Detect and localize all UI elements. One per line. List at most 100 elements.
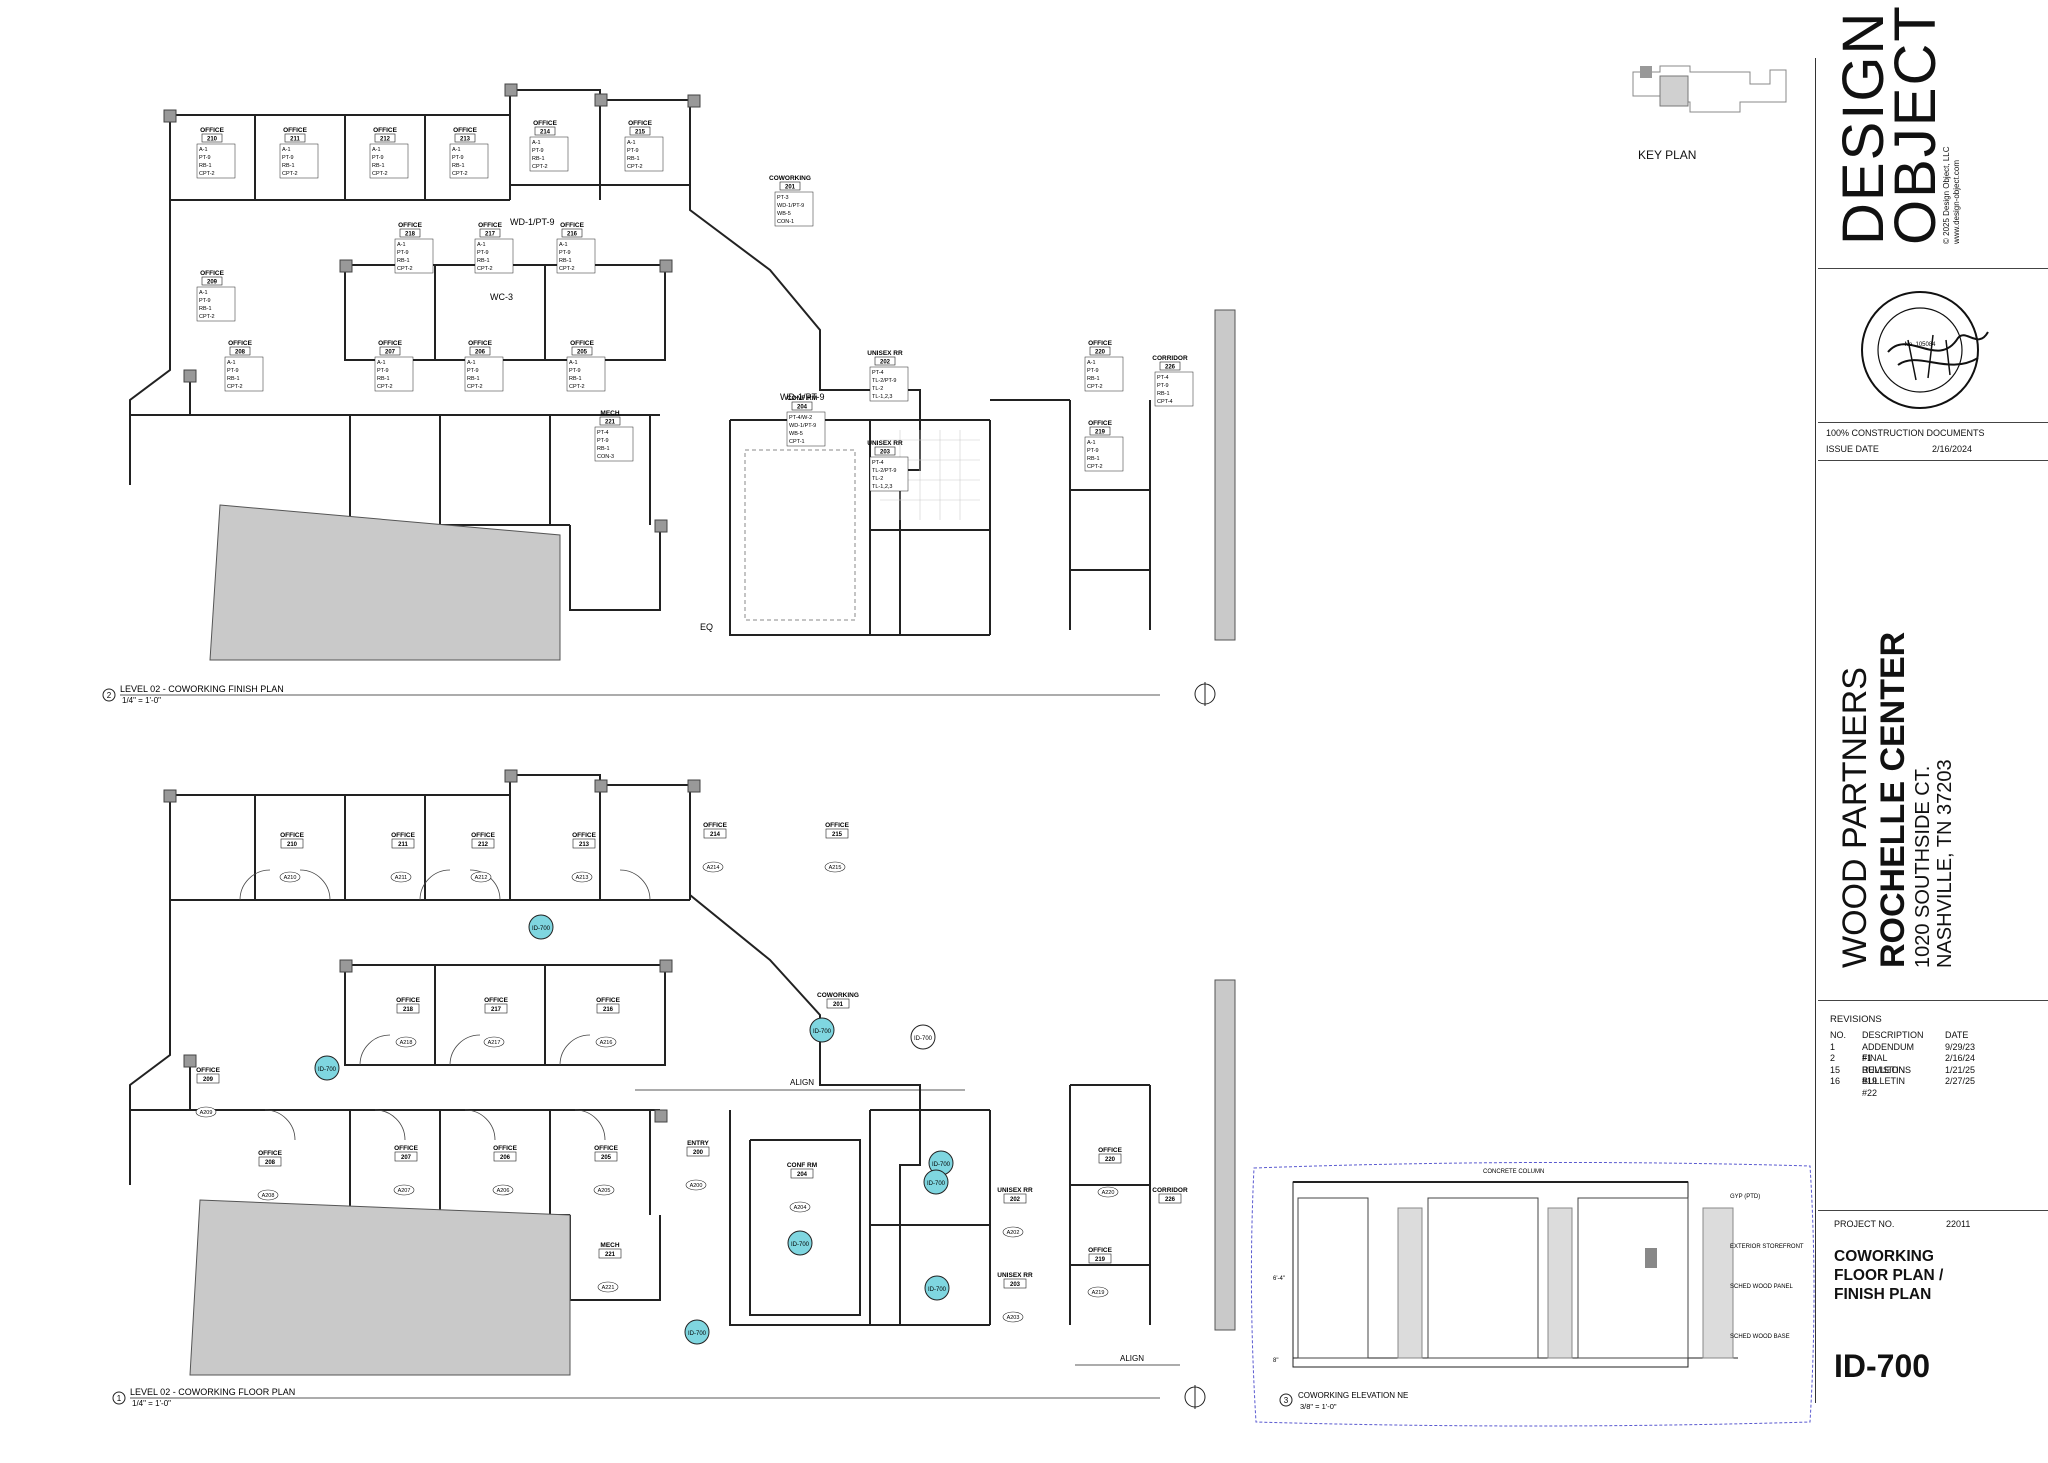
finish-tag: RB-1 [1087,376,1100,382]
finish-tag: TL-1,2,3 [872,484,892,490]
door-tag-label: A203 [1007,1315,1020,1321]
finish-tag: RB-1 [569,376,582,382]
door-tag-label: A200 [690,1183,703,1189]
view-title-floor: 1 LEVEL 02 - COWORKING FLOOR PLAN 1/4" =… [112,1385,1206,1409]
finish-tag: CPT-2 [199,314,215,320]
finish-tag: A-1 [1087,440,1096,446]
finish-tag-box [529,136,569,172]
room-number-box [379,346,401,356]
room-number-box [599,416,621,426]
room-number-box [229,346,251,356]
room-text: 202 [1010,1197,1021,1203]
elev-dim: 6'-4" [1273,1276,1285,1282]
room-text: OFFICE [484,997,508,1004]
finish-tag: PT-9 [597,438,609,444]
room-number-box [826,998,850,1009]
room-text: OFFICE [478,222,502,229]
door-tag [685,1179,707,1191]
finish-tag: A-1 [372,147,381,153]
elev-label: EXTERIOR STOREFRONT [1730,1244,1804,1250]
finish-tag: A-1 [282,147,291,153]
door-tag-label: A219 [1092,1290,1105,1296]
room-text: 215 [635,130,646,136]
door-tag [390,871,412,883]
finish-tag: PT-9 [282,155,294,161]
door-tag-label: A202 [1007,1230,1020,1236]
sheet-ref: ID-700 [928,1287,947,1293]
room-text: 208 [235,350,246,356]
sheet-title-line3: FINISH PLAN [1834,1286,1932,1303]
finish-tag-box [624,136,664,172]
seal-number: No. 105084 [1904,342,1936,348]
finish-tag-box [786,411,826,447]
room-number-box [1088,1253,1112,1264]
room-text: OFFICE [391,832,415,839]
elev-label: SCHED WOOD BASE [1730,1334,1790,1340]
door-tag [824,861,846,873]
door-tag [593,1184,615,1196]
room-text: 216 [567,232,578,238]
finish-tag: RB-1 [199,306,212,312]
room-text: OFFICE [1088,420,1112,427]
finish-room-tags: OFFICE210A-1PT-9RB-1CPT-2OFFICE211A-1PT-… [196,120,1194,492]
door-tag-label: A218 [400,1040,413,1046]
room-text: 201 [833,1002,844,1008]
revision-cell: 16 [1830,1076,1841,1086]
finish-tag: RB-1 [397,258,410,264]
room-number-box [391,838,415,849]
room-text: 210 [207,137,218,143]
finish-tag: PT-4 [872,460,884,466]
room-number-box [629,126,651,136]
room-number-box [594,1151,618,1162]
project-no-label: PROJECT NO. [1834,1219,1895,1229]
room-text: 205 [577,350,588,356]
revision-cell: 2 [1830,1053,1836,1063]
finish-tag-box [394,238,434,274]
finish-tag: PT-9 [1087,368,1099,374]
firm-name: DESIGN OBJECT [1831,4,1948,245]
door-tag [470,871,492,883]
room-text: OFFICE [228,340,252,347]
finish-tag-box [566,356,606,392]
room-number-box [1089,426,1111,436]
finish-tag: PT-9 [569,368,581,374]
sheet-ref: ID-700 [813,1029,832,1035]
revision-cell: 2/27/25 [1945,1076,1976,1086]
sheet-ref: ID-700 [914,1036,933,1042]
finish-tag: PT-9 [532,148,544,154]
door-tag [571,871,593,883]
revision-cell: 2/16/24 [1945,1053,1976,1063]
room-text: 203 [1010,1282,1021,1288]
finish-tag-box [869,456,909,492]
finish-tag: WD-1/PT-9 [789,423,816,429]
room-number-box [790,1168,814,1179]
finish-tag: RB-1 [1157,391,1170,397]
room-text: OFFICE [396,997,420,1004]
view-scale: 1/4" = 1'-0" [132,1399,171,1408]
finish-tag: RB-1 [627,156,640,162]
room-number-box [534,126,556,136]
finish-tag: PT-9 [377,368,389,374]
finish-tag: A-1 [559,242,568,248]
room-text: 211 [398,842,408,848]
elev-label: CONCRETE COLUMN [1483,1169,1544,1175]
finish-tag-box [556,238,596,274]
room-text: OFFICE [200,127,224,134]
